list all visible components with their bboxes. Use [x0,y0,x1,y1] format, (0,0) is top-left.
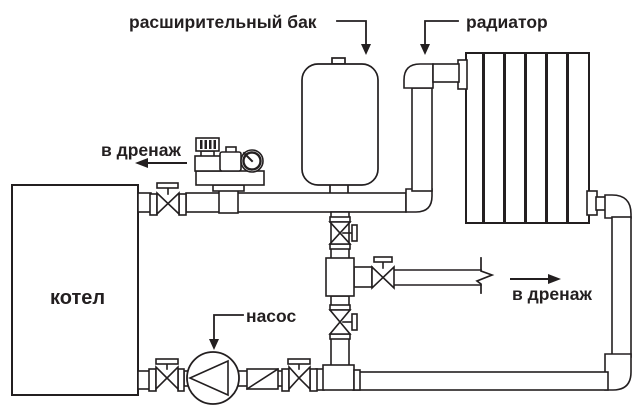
valve-handle [287,358,311,365]
valve-handle [155,358,179,365]
tee-drain [325,257,355,297]
label-pump: насос [246,306,296,326]
arrow-down-pump [209,339,219,350]
valve-handle [156,182,179,189]
arrow-left-drain [135,158,148,168]
tank-body [301,63,379,186]
gauge-needle [242,151,254,163]
filter [245,367,280,391]
pipe-break-symbol [475,257,495,294]
label-radiator: радиатор [466,12,548,32]
leader-pump [213,314,244,341]
label-boiler: котел [50,287,105,309]
arrow-right-drain [548,274,561,284]
pipe-boiler-supply-stub [137,192,152,213]
valve-drain-branch [371,256,395,290]
elbow-supply-top [403,63,434,89]
safety-group [194,137,265,214]
arrow-down-expansion-tank [361,44,371,55]
leader-expansion-tank [336,20,367,46]
expansion-tank [301,57,379,195]
tee-bottom-right-flange [353,369,361,391]
radiator-fins [482,52,569,224]
annotations: расширительный бак радиатор в дренаж кот… [50,12,592,350]
safety-valve [194,137,222,172]
pressure-gauge [240,149,264,173]
tee-bottom [322,364,355,391]
pipe-return-riser [611,216,632,358]
label-expansion-tank: расширительный бак [129,12,317,32]
elbow-return-top [604,194,632,219]
valve-pump-inlet [148,358,185,392]
elbow-return-bottom [604,353,632,391]
pipe-supply-riser [411,87,433,192]
tank-top-nipple [331,57,346,65]
valve-handle [373,256,393,263]
tee-fittings [315,257,361,391]
boiler [11,184,139,396]
pipe-boiler-return-stub [137,370,151,390]
valve-supply-boiler [149,182,187,216]
label-drain-left: в дренаж [101,140,181,160]
label-drain-right: в дренаж [512,284,592,304]
pipe-drain-branch-stub [353,266,373,288]
radiator [457,52,610,224]
arrow-down-radiator [420,44,430,55]
pipes [137,63,632,391]
air-vent [219,146,242,172]
circulation-pump [186,351,240,405]
safety-group-connector-flange [212,184,245,192]
valve-center-upper [328,216,358,250]
valve-center-lower [328,304,358,340]
valve-handle [351,313,358,331]
elbow-supply-up [405,188,433,213]
valve-handle [351,224,358,242]
leader-radiator [424,20,459,46]
pipe-center-riser-3 [330,337,350,369]
pipe-return-bottom [352,371,609,391]
valve-pump-outlet [281,358,318,392]
pipe-radiator-inlet-stub [432,63,460,83]
pipe-drain-branch [394,270,481,285]
safety-group-manifold [195,170,265,186]
pump-impeller-triangle [188,359,229,397]
